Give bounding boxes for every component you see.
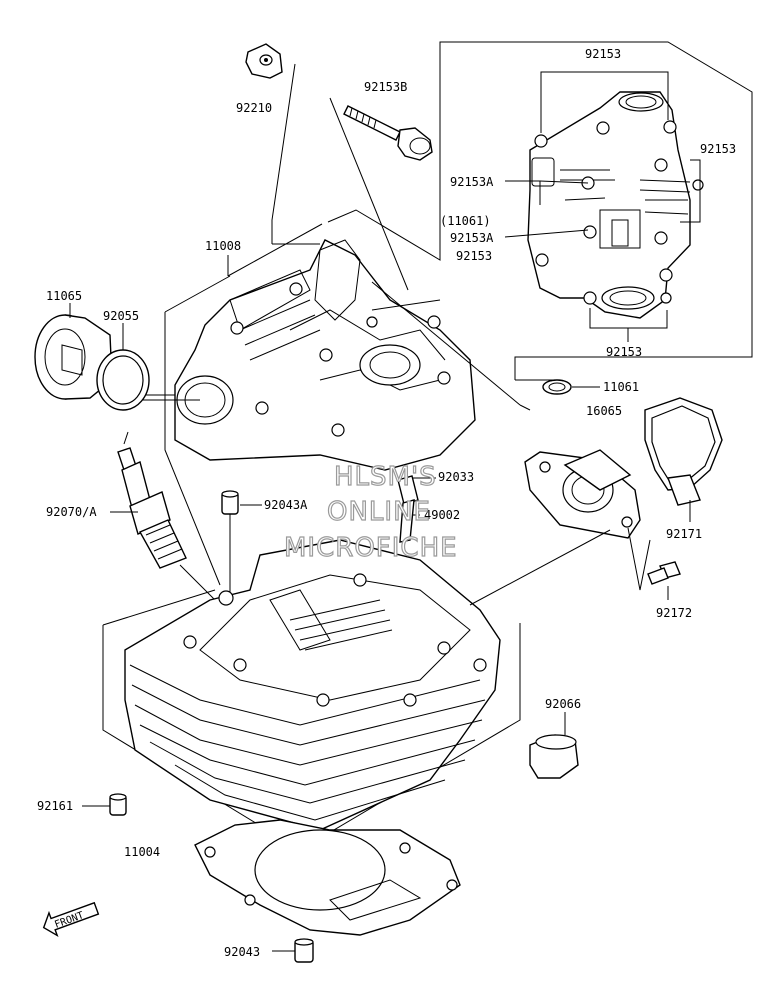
oring-11061 (542, 379, 600, 395)
label-92043a: 92043A (264, 498, 308, 512)
label-92153a-1: 92153A (450, 175, 494, 189)
label-92043: 92043 (224, 945, 260, 959)
label-92055: 92055 (103, 309, 139, 323)
label-11004: 11004 (124, 845, 160, 859)
oring-92055 (96, 323, 150, 411)
label-92153a-2: 92153A (450, 231, 494, 245)
label-92153-mid: 92153 (456, 249, 492, 263)
head-frame (164, 63, 441, 586)
label-11065: 11065 (46, 289, 82, 303)
label-11061-paren: (11061) (440, 214, 491, 228)
tensioner-49002 (397, 475, 436, 543)
dowel-92043 (272, 938, 314, 963)
label-11061: 11061 (603, 380, 639, 394)
label-16065: 16065 (586, 404, 622, 418)
bolt-92172 (627, 527, 681, 600)
label-92153-right: 92153 (700, 142, 736, 156)
intake-pipe-16065 (469, 449, 641, 606)
label-49002: 49002 (424, 508, 460, 522)
watermark-line-3: MICROFICHE (284, 533, 458, 563)
watermark-line-2: ONLINE (327, 497, 431, 527)
label-92172: 92172 (656, 606, 692, 620)
cylinder-block (124, 539, 501, 831)
label-92153b: 92153B (364, 80, 407, 94)
watermark-line-1: HLSM'S (334, 462, 437, 492)
watermark: HLSM'S ONLINE MICROFICHE (283, 461, 458, 563)
label-92033: 92033 (438, 470, 474, 484)
clamp-92171 (644, 397, 723, 522)
gasket-11004 (194, 819, 461, 936)
cylinder-head (174, 239, 476, 471)
label-92161: 92161 (37, 799, 73, 813)
dowel-92043a (221, 490, 262, 598)
cap-92210 (245, 43, 283, 79)
front-arrow (42, 901, 100, 938)
dowel-92161 (82, 793, 127, 816)
spark-plug-92070a (110, 431, 216, 601)
label-92066: 92066 (545, 697, 581, 711)
label-11008: 11008 (205, 239, 241, 253)
label-92210: 92210 (236, 101, 272, 115)
inset-leaders (504, 71, 701, 342)
cap-92066 (529, 712, 579, 779)
valve-cover (527, 91, 704, 319)
label-92070a: 92070/A (46, 505, 97, 519)
label-92171: 92171 (666, 527, 702, 541)
label-92153-top: 92153 (585, 47, 621, 61)
bolt-92153b (329, 97, 433, 291)
label-92153-bottom: 92153 (606, 345, 642, 359)
